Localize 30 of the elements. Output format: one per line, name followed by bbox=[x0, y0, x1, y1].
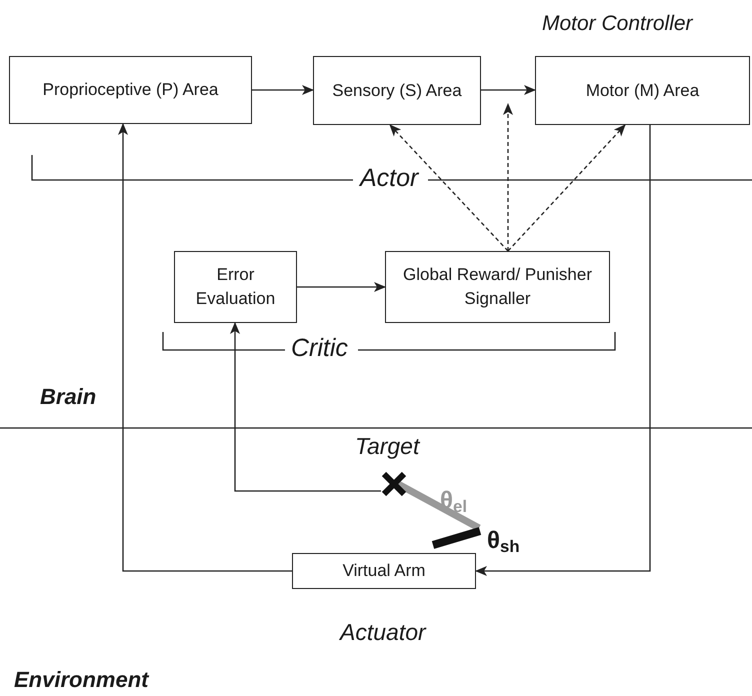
arrow bbox=[118, 123, 292, 572]
target-cross-icon bbox=[381, 471, 407, 497]
box-label: Motor (M) Area bbox=[586, 80, 700, 102]
arrow bbox=[475, 125, 651, 576]
arrow bbox=[481, 85, 536, 95]
process-box bbox=[385, 251, 610, 323]
area-box bbox=[313, 56, 481, 125]
arrow bbox=[252, 85, 314, 95]
dashed-arrow bbox=[503, 103, 513, 251]
arrow bbox=[230, 322, 381, 492]
area-box bbox=[9, 56, 252, 124]
section-label: Brain bbox=[40, 385, 96, 410]
process-box bbox=[292, 553, 476, 589]
box-label: Proprioceptive (P) Area bbox=[42, 79, 218, 101]
process-box bbox=[174, 251, 297, 323]
box-label: Sensory (S) Area bbox=[332, 80, 462, 102]
dashed-arrow bbox=[389, 124, 508, 252]
group-label: Actor bbox=[360, 165, 418, 192]
area-box bbox=[535, 56, 750, 125]
box-label: Global Reward/ Punisher Signaller bbox=[402, 264, 593, 310]
section-label: Environment bbox=[14, 668, 148, 692]
dashed-arrow bbox=[508, 124, 626, 252]
box-label: Virtual Arm bbox=[342, 560, 426, 582]
arrow bbox=[297, 282, 386, 292]
target-label: Target bbox=[355, 434, 420, 460]
box-label: Error Evaluation bbox=[194, 264, 276, 310]
angle-label: θ$_{sh}$ bbox=[487, 528, 520, 557]
section-title: Motor Controller bbox=[542, 12, 693, 36]
group-label: Critic bbox=[291, 335, 348, 362]
section-label: Actuator bbox=[340, 620, 426, 646]
